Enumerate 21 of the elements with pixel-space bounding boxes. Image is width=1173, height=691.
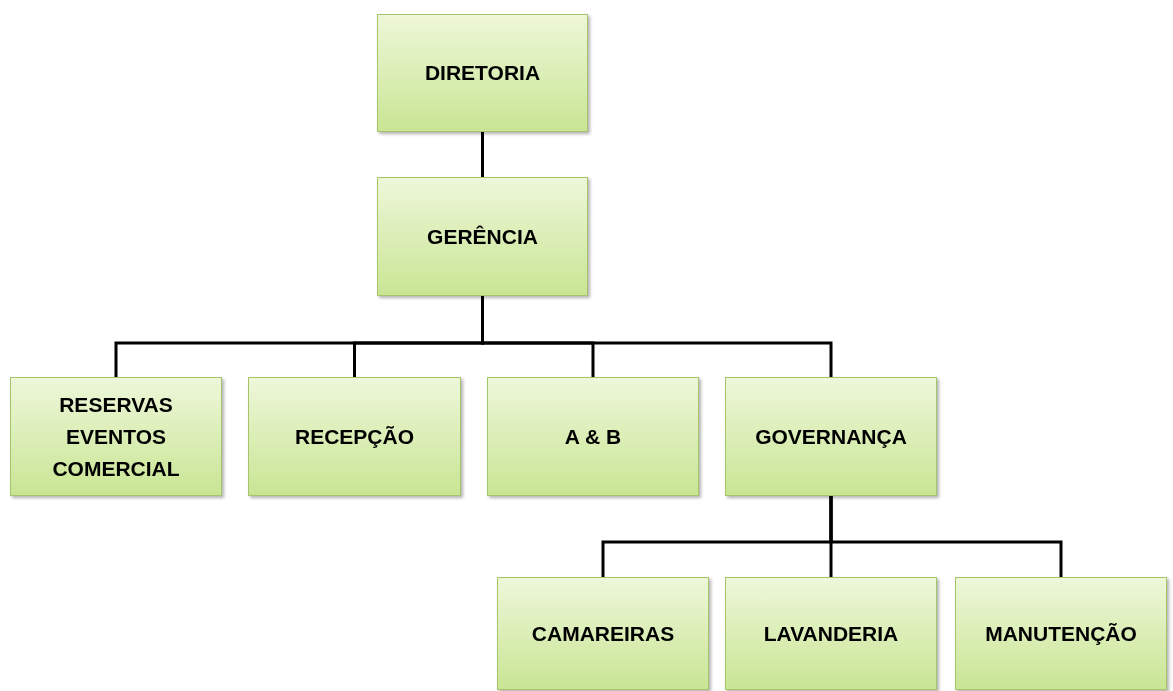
org-box: [377, 14, 588, 132]
box-label: MANUTENÇÃO: [985, 620, 1137, 647]
connector-line: [829, 496, 1063, 577]
connector-line: [481, 132, 484, 177]
box-label: CAMAREIRAS: [531, 620, 675, 647]
org-box: [725, 377, 937, 496]
org-box: [955, 577, 1167, 690]
box-label: RECEPÇÃO: [295, 423, 414, 450]
box-label: A & B: [564, 423, 622, 450]
box-label: GOVERNANÇA: [755, 423, 907, 450]
org-box: [377, 177, 588, 296]
org-box: [10, 377, 222, 496]
box-label: RESERVAS EVENTOS COMERCIAL: [51, 391, 181, 482]
box-label: LAVANDERIA: [763, 620, 899, 647]
box-label: DIRETORIA: [424, 60, 541, 86]
org-box: [248, 377, 461, 496]
connector-line: [481, 296, 833, 377]
org-box: [725, 577, 937, 690]
org-box: [487, 377, 699, 496]
org-box: [497, 577, 709, 690]
box-label: GERÊNCIA: [427, 223, 538, 250]
